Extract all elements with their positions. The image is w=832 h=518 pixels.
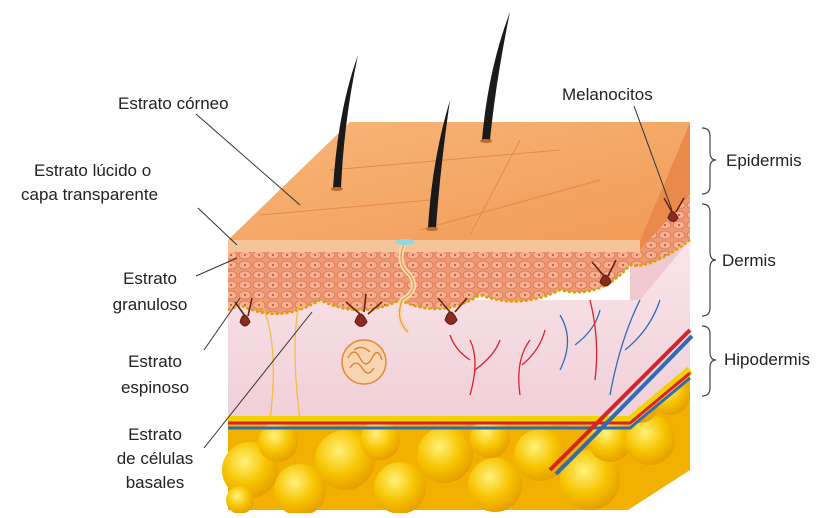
label-melanocitos: Melanocitos [562, 84, 653, 106]
label-dermis: Dermis [722, 250, 776, 272]
label-estrato-espinoso-line1: Estrato [105, 351, 205, 373]
label-estrato-espinoso-line2: espinoso [105, 377, 205, 399]
label-estrato-lucido-line1: Estrato lúcido o [34, 160, 151, 182]
label-estrato-granuloso-line2: granuloso [100, 294, 200, 316]
layer-brackets [702, 128, 716, 396]
label-hipodermis: Hipodermis [724, 349, 810, 371]
label-estrato-granuloso-line1: Estrato [100, 268, 200, 290]
label-estrato-corneo: Estrato córneo [118, 93, 229, 115]
label-epidermis: Epidermis [726, 150, 802, 172]
label-estrato-basales-line2: de células [100, 448, 210, 470]
label-estrato-lucido-line2: capa transparente [21, 184, 158, 206]
stratum-corneum-surface [228, 122, 690, 252]
label-estrato-basales-line1: Estrato [100, 424, 210, 446]
label-estrato-basales-line3: basales [100, 472, 210, 494]
